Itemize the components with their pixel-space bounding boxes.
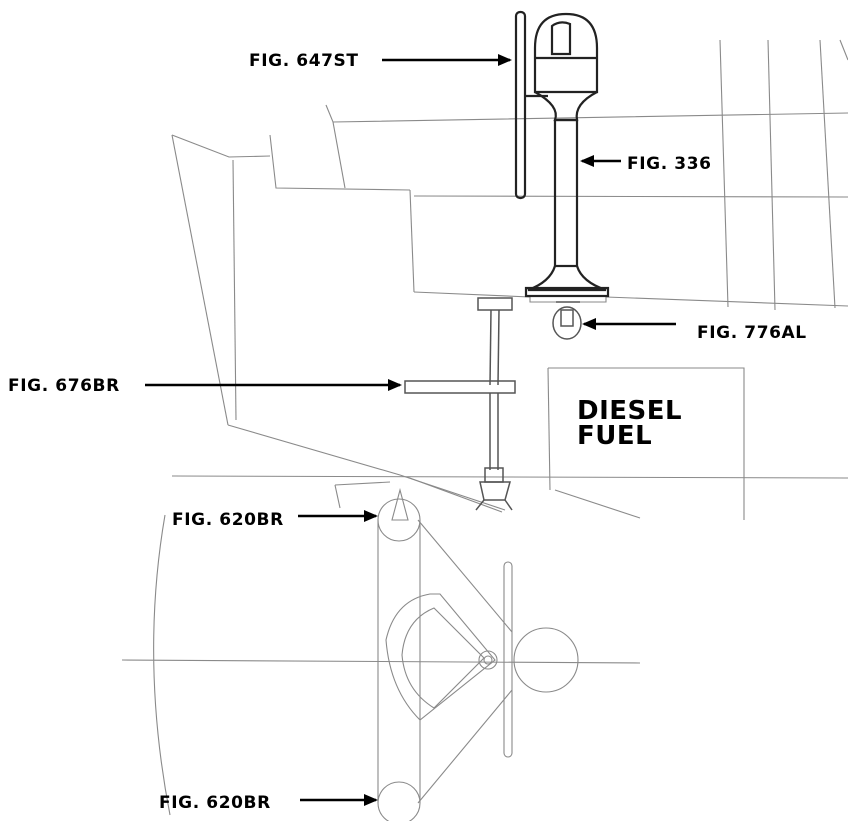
label-fig-647st: FIG. 647ST <box>249 51 359 71</box>
label-diesel: DIESEL <box>577 396 682 426</box>
hull-outline <box>171 39 848 520</box>
label-fig-620br-upper: FIG. 620BR <box>172 510 284 530</box>
label-arrows <box>145 54 676 806</box>
small-light-776al <box>552 301 582 340</box>
label-fig-620br-lower: FIG. 620BR <box>159 793 271 813</box>
label-fuel: FUEL <box>577 421 652 451</box>
label-fig-336: FIG. 336 <box>627 154 712 174</box>
lower-assembly <box>121 487 641 821</box>
shaft-and-bracket <box>404 297 516 511</box>
masthead-light <box>514 10 610 298</box>
label-fig-676br: FIG. 676BR <box>8 376 120 396</box>
label-fig-776al: FIG. 776AL <box>697 323 807 343</box>
